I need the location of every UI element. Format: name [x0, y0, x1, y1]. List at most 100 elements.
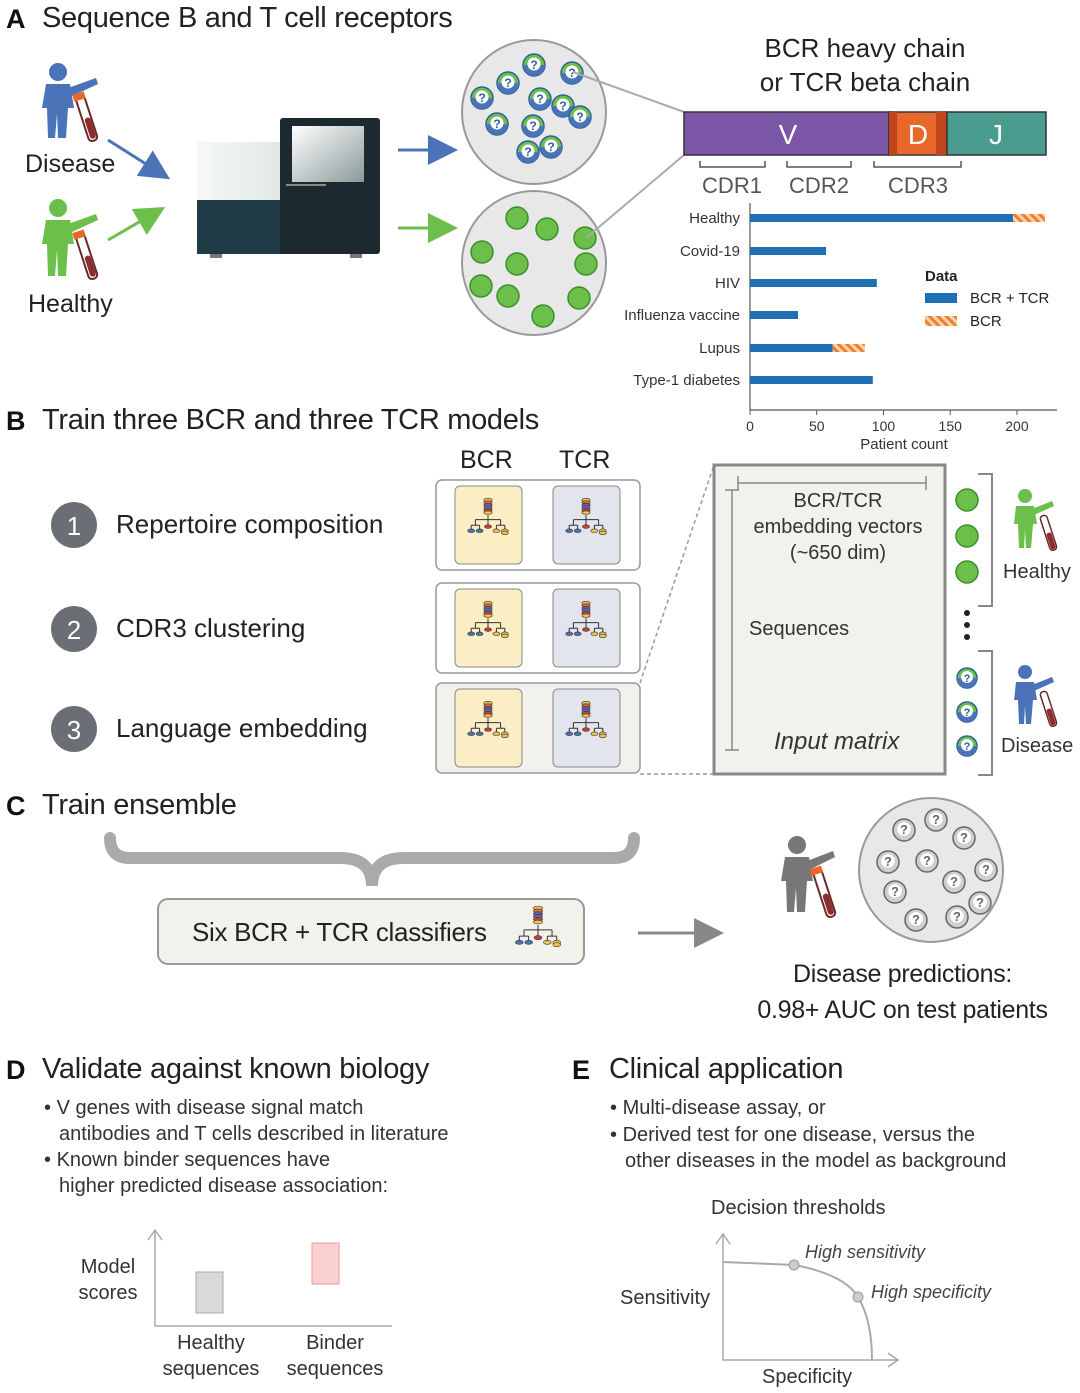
ellipsis-dots [964, 610, 970, 640]
healthy-person-icon [42, 199, 99, 281]
question-mark: ? [536, 92, 543, 106]
test-cell: ? [942, 870, 966, 894]
tree-icon [565, 701, 607, 739]
disease-cell-pool: ??????????? [461, 39, 607, 185]
test-cell: ? [915, 849, 939, 873]
test-cell: ? [876, 850, 900, 874]
disease-cell: ? [522, 53, 546, 77]
disease-sequences-markers: ??? [956, 667, 978, 757]
disease-label: Disease [25, 150, 116, 178]
disease-cell: ? [551, 94, 575, 118]
question-mark: ? [923, 854, 931, 868]
ensemble-brace [104, 832, 640, 887]
classifiers-box [157, 898, 585, 965]
sequencer-icon [197, 118, 380, 258]
healthy-person-small-icon [1014, 489, 1058, 552]
roc-axes [715, 1232, 900, 1368]
disease-cell: ? [956, 667, 978, 689]
disease-cell: ? [528, 87, 552, 111]
legend-entry: BCR [970, 313, 1002, 330]
test-cell: ? [974, 858, 998, 882]
question-mark: ? [950, 875, 958, 889]
classifiers-label: Six BCR + TCR classifiers [192, 917, 487, 947]
model-score-axes [147, 1228, 392, 1327]
healthy-label: Healthy [28, 290, 113, 318]
zoom-dashed-line [639, 464, 715, 684]
x-tick-label: 0 [746, 418, 754, 434]
question-mark: ? [568, 66, 575, 80]
disease-bracket [978, 650, 993, 776]
rows-bracket [725, 489, 739, 751]
healthy-cell-pool [461, 190, 607, 336]
bar-label-line: sequences [162, 1358, 260, 1380]
receptor-chain: V D J [683, 111, 1047, 156]
question-mark: ? [900, 823, 908, 837]
matrix-line2: embedding vectors [753, 516, 923, 538]
chain-title-line2: or TCR beta chain [759, 67, 971, 97]
high-specificity-point [852, 1291, 864, 1303]
high-specificity-label: High specificity [871, 1282, 992, 1302]
model-scores-label: Model scores [64, 1254, 152, 1306]
bullet-text: higher predicted disease association: [59, 1175, 389, 1197]
bar-label-line: Healthy [177, 1332, 245, 1354]
binder-sequences-label: Binder sequences [276, 1330, 394, 1382]
panel-b-title: Train three BCR and three TCR models [42, 404, 539, 436]
zoom-line [585, 154, 685, 239]
ylabel-line: Model [80, 1256, 136, 1278]
x-tick-label: 200 [1005, 418, 1029, 434]
bcr-tcr-bar [750, 376, 873, 384]
cdr3-bracket [873, 161, 962, 168]
specificity-label: Specificity [762, 1366, 853, 1388]
x-axis-label: Patient count [860, 436, 948, 453]
ylabel-line: scores [78, 1282, 138, 1304]
question-mark: ? [953, 910, 961, 924]
d-segment-left-edge [889, 112, 897, 155]
question-mark: ? [504, 76, 511, 90]
disease-cell: ? [496, 71, 520, 95]
tree-icon [565, 498, 607, 536]
healthy-to-sequencer-arrow [107, 207, 166, 242]
disease-cell: ? [470, 86, 494, 110]
zoom-line [572, 71, 685, 113]
matrix-columns-label: BCR/TCR embedding vectors (~650 dim) [740, 488, 936, 566]
test-cell: ? [924, 808, 948, 832]
bar-label-line: sequences [286, 1358, 384, 1380]
roc-curve [722, 1261, 873, 1361]
prediction-line2: 0.98+ AUC on test patients [757, 996, 1048, 1024]
question-mark: ? [576, 110, 583, 124]
tree-icon [515, 905, 561, 947]
disease-cell: ? [956, 735, 978, 757]
cdr2-label: CDR2 [789, 173, 849, 198]
model-name: Language embedding [116, 713, 368, 743]
question-mark: ? [884, 855, 892, 869]
dim-bracket [737, 476, 927, 490]
bullet-text: V genes with disease signal match [56, 1097, 364, 1119]
bcr-tcr-bar [750, 247, 827, 255]
model-number-badge [51, 706, 97, 752]
test-patient-icon [781, 836, 837, 919]
d-segment-label: D [908, 119, 928, 150]
j-segment-label: J [989, 119, 1003, 150]
sensitivity-label: Sensitivity [620, 1287, 711, 1309]
tree-icon [467, 701, 509, 739]
bcr-tcr-bar [750, 279, 877, 287]
tree-icon [565, 601, 607, 639]
disease-cell: ? [956, 701, 978, 723]
disease-to-sequencer-arrow [107, 138, 171, 180]
panel-d-title: Validate against known biology [42, 1053, 430, 1085]
bcr-bar [832, 344, 865, 352]
healthy-sequences-label: Healthy sequences [152, 1330, 270, 1382]
bullet-text: other diseases in the model as backgroun… [625, 1150, 1007, 1172]
test-cell-pool: ??????????? [858, 797, 1004, 943]
question-mark: ? [964, 707, 971, 719]
disease-cell: ? [568, 105, 592, 129]
d-segment-right-edge [936, 112, 947, 155]
model-number-badge [51, 606, 97, 652]
disease-cell: ? [485, 112, 509, 136]
tree-icon [467, 498, 509, 536]
bullet-text: Multi-disease assay, or [622, 1097, 826, 1119]
test-cell: ? [968, 891, 992, 915]
x-tick-label: 100 [872, 418, 896, 434]
category-label: HIV [715, 275, 740, 292]
model-name: CDR3 clustering [116, 613, 306, 643]
